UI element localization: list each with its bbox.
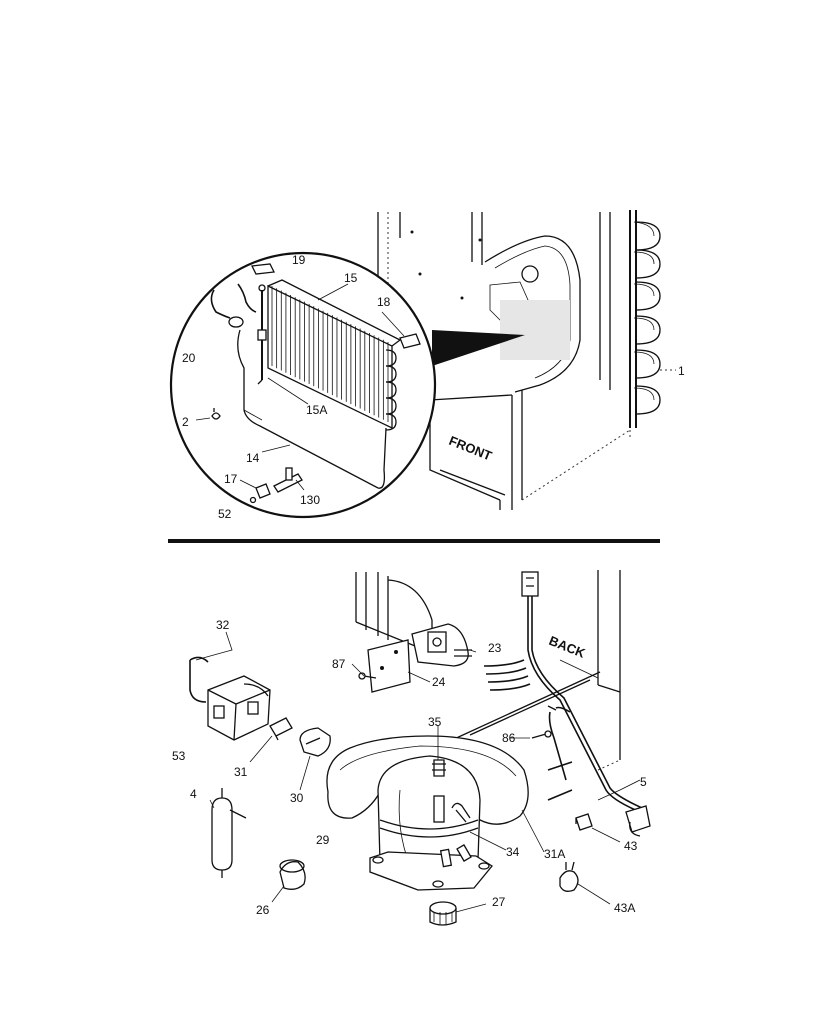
label-19: 19 — [292, 253, 306, 267]
label-43: 43 — [624, 839, 638, 853]
label-30: 30 — [290, 791, 304, 805]
evaporator — [210, 263, 421, 504]
filter-drier — [211, 788, 247, 878]
label-26: 26 — [256, 903, 270, 917]
compressor — [326, 735, 529, 891]
label-130: 130 — [300, 493, 320, 507]
grommet-27 — [429, 901, 457, 926]
label-87: 87 — [332, 657, 346, 671]
label-86: 86 — [502, 731, 516, 745]
condenser-coil — [629, 210, 676, 428]
leaders-bottom — [195, 631, 641, 913]
leaders-top — [195, 283, 405, 491]
label-2: 2 — [182, 415, 189, 429]
label-4: 4 — [190, 787, 197, 801]
label-1: 1 — [678, 364, 685, 378]
back-text: BACK — [547, 633, 588, 661]
label-27: 27 — [492, 895, 506, 909]
front-text: FRONT — [447, 433, 494, 464]
connector-31 — [269, 717, 293, 741]
clamp-43a — [559, 861, 579, 892]
relay-overload — [189, 656, 271, 741]
label-52: 52 — [218, 507, 232, 521]
label-14: 14 — [246, 451, 260, 465]
grommet-26 — [279, 859, 306, 890]
label-23: 23 — [488, 641, 502, 655]
detail-pointer — [432, 330, 525, 366]
terminal-cover — [299, 727, 331, 757]
label-31a: 31A — [544, 847, 565, 861]
screw-86 — [531, 730, 552, 739]
label-34: 34 — [506, 845, 520, 859]
label-15: 15 — [344, 271, 358, 285]
cord-clip-43 — [575, 813, 593, 831]
machine-compartment — [355, 570, 621, 771]
label-20: 20 — [182, 351, 196, 365]
label-15a: 15A — [306, 403, 327, 417]
label-43a: 43A — [614, 901, 635, 915]
label-18: 18 — [377, 295, 391, 309]
label-17: 17 — [224, 472, 238, 486]
label-31: 31 — [234, 765, 248, 779]
section-divider — [168, 539, 660, 543]
label-35: 35 — [428, 715, 442, 729]
label-24: 24 — [432, 675, 446, 689]
power-cord — [483, 571, 651, 837]
label-53: 53 — [172, 749, 186, 763]
label-32: 32 — [216, 618, 230, 632]
cabinet-outline — [377, 212, 631, 510]
defrost-timer — [358, 623, 472, 693]
label-29: 29 — [316, 833, 330, 847]
label-5: 5 — [640, 775, 647, 789]
